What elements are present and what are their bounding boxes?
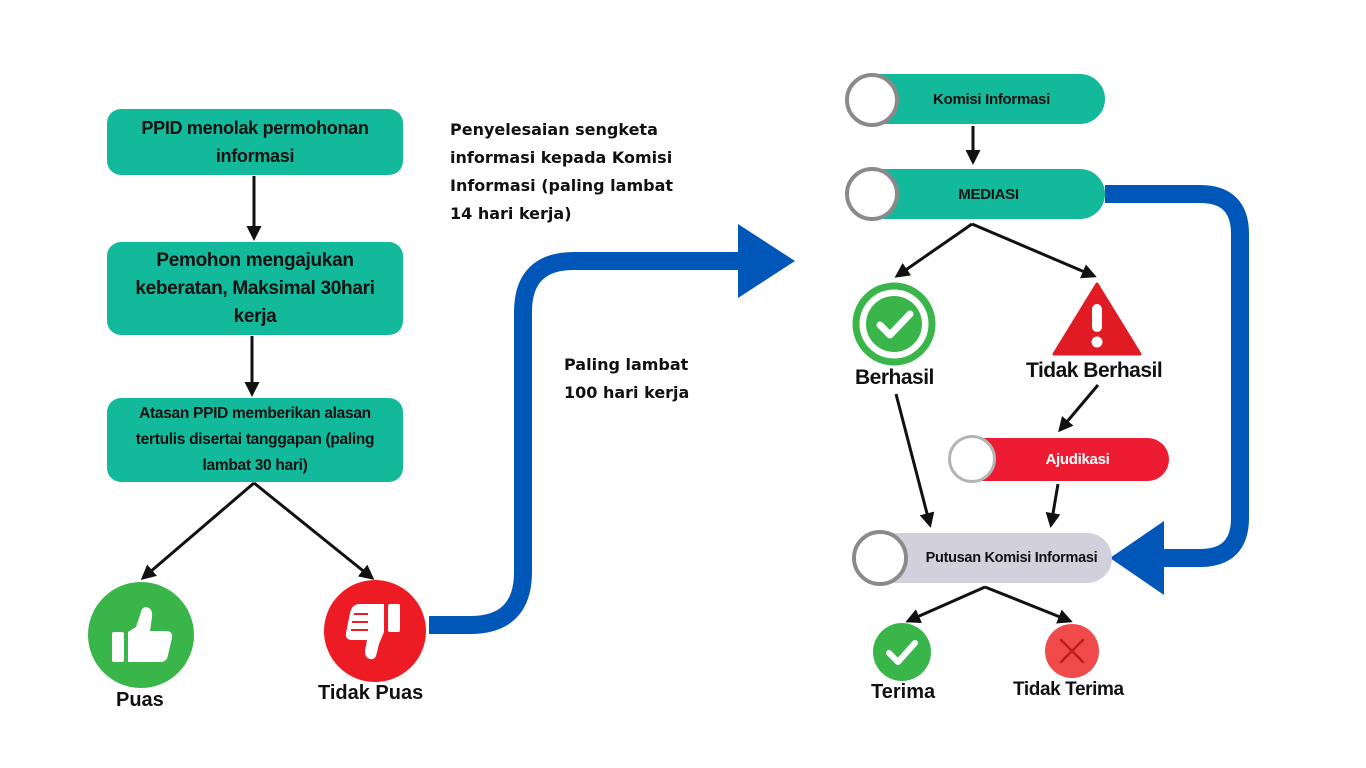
blue-arrow-head-right (738, 224, 795, 298)
dispute-settlement-note: Penyelesaian sengketa informasi kepada K… (450, 120, 674, 223)
check-icon (872, 622, 932, 682)
step-pemohon-keberatan-text: Pemohon mengajukan keberatan, Maksimal 3… (135, 249, 375, 327)
ajudikasi-knob-icon (948, 435, 996, 483)
arrow-ajudikasi-to-putusan (1045, 483, 1061, 528)
putusan-knob-icon (852, 530, 908, 586)
step-ppid-menolak: PPID menolak permohonan informasi (107, 109, 403, 175)
arrow-to-tidak-berhasil (971, 222, 1097, 279)
ajudikasi-label: Ajudikasi (1045, 451, 1110, 468)
blue-arrow-mediasi-to-putusan (1105, 185, 1249, 567)
thumbs-up-icon (88, 582, 194, 688)
arrow-berhasil-to-putusan (894, 393, 935, 528)
blue-arrow-head-left (1110, 521, 1164, 595)
tidak-terima-label: Tidak Terima (1013, 679, 1124, 700)
arrow-tidak-berhasil-to-ajudikasi (1058, 384, 1100, 433)
deadline-note: Paling lambat 100 hari kerja (564, 355, 690, 402)
arrow-to-tidak-terima (984, 585, 1073, 624)
berhasil-label: Berhasil (855, 366, 934, 389)
arrow-to-terima (905, 585, 986, 624)
komisi-knob-icon (845, 73, 899, 127)
check-circle-icon (850, 280, 938, 368)
step-atasan-ppid-text: Atasan PPID memberikan alasan tertulis d… (135, 405, 375, 474)
x-icon (1044, 623, 1100, 679)
tidak-puas-label: Tidak Puas (318, 682, 424, 704)
arrow-to-puas (140, 481, 255, 580)
komisi-informasi-label: Komisi Informasi (933, 90, 1050, 108)
arrow-to-tidak-puas (253, 481, 375, 580)
putusan-komisi-label: Putusan Komisi Informasi (925, 550, 1098, 566)
terima-label: Terima (871, 681, 936, 703)
thumbs-down-icon (324, 580, 426, 682)
step-ppid-menolak-text: PPID menolak permohonan informasi (141, 118, 369, 166)
arrow-to-berhasil (894, 222, 973, 278)
blue-arrow-to-komisi (429, 252, 745, 634)
mediasi-knob-icon (845, 167, 899, 221)
mediasi-label: MEDIASI (958, 185, 1019, 203)
step-atasan-ppid: Atasan PPID memberikan alasan tertulis d… (107, 398, 403, 482)
step-pemohon-keberatan: Pemohon mengajukan keberatan, Maksimal 3… (107, 242, 403, 335)
warning-triangle-icon (1052, 282, 1142, 356)
tidak-berhasil-label: Tidak Berhasil (1026, 359, 1163, 382)
puas-label: Puas (116, 689, 164, 711)
